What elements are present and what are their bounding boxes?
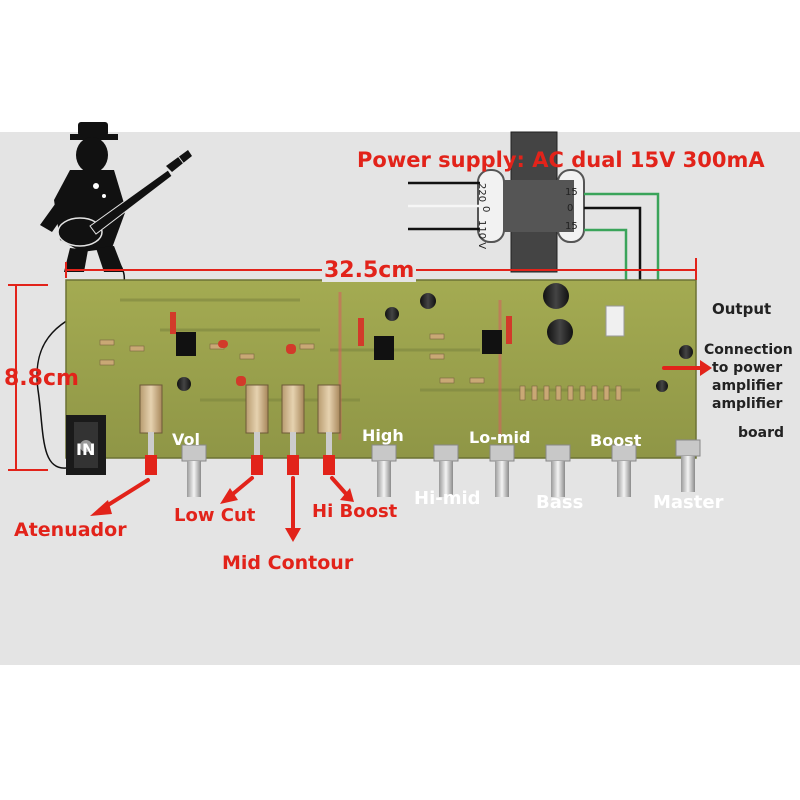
- resistors: [99, 333, 622, 401]
- capacitor: [385, 307, 399, 321]
- transformer-primary-110v: 110 V: [476, 220, 487, 250]
- transformer-primary-0: 0: [480, 206, 491, 213]
- capacitor: [547, 319, 573, 345]
- output-connection-line: amplifier: [712, 396, 783, 412]
- output-connection-line: Connection: [704, 342, 793, 358]
- transformer-primary-220: 220: [476, 183, 487, 203]
- power-supply-label: Power supply: AC dual 15V 300mA: [357, 148, 765, 172]
- bass-label: Bass: [536, 492, 584, 513]
- output-connection-line: amplifier: [712, 378, 783, 394]
- master-label: Master: [653, 492, 724, 513]
- low-cut-label: Low Cut: [174, 505, 256, 526]
- lo-mid-label: Lo-mid: [469, 428, 531, 447]
- capacitor: [420, 293, 436, 309]
- film-capacitors: [170, 312, 512, 386]
- arrowheads: [90, 360, 712, 542]
- atenuador-label: Atenuador: [14, 519, 127, 541]
- hi-mid-label: Hi-mid: [414, 488, 481, 509]
- capacitor: [177, 377, 191, 391]
- push-switches: [139, 384, 341, 475]
- transformer-secondary-0: 0: [567, 203, 574, 214]
- output-connector: [605, 305, 625, 337]
- dimension-width-label: 32.5cm: [322, 258, 417, 283]
- boost-label: Boost: [590, 431, 642, 450]
- input-jack: [66, 415, 106, 475]
- output-connection-line: board: [738, 425, 785, 441]
- capacitor: [543, 283, 569, 309]
- transformer: [477, 131, 585, 273]
- capacitor: [656, 380, 668, 392]
- transformer-secondary-15b: 15: [565, 221, 578, 232]
- hi-boost-label: Hi Boost: [312, 501, 398, 522]
- capacitor: [679, 345, 693, 359]
- transformer-secondary-15a: 15: [565, 187, 578, 198]
- high-label: High: [362, 426, 404, 445]
- potentiometers: [181, 439, 701, 497]
- output-label: Output: [712, 300, 772, 318]
- mid-contour-label: Mid Contour: [222, 552, 354, 574]
- vol-label: Vol: [172, 430, 200, 449]
- ic-chip: [176, 332, 196, 356]
- ic-chip: [374, 336, 394, 360]
- output-connection-line: to power: [712, 360, 783, 376]
- dimension-height-label: 8.8cm: [4, 366, 79, 391]
- guitarist-silhouette-icon: [40, 122, 192, 272]
- in-label: IN: [76, 440, 96, 459]
- ic-chip: [482, 330, 502, 354]
- dimension-height: [8, 284, 48, 471]
